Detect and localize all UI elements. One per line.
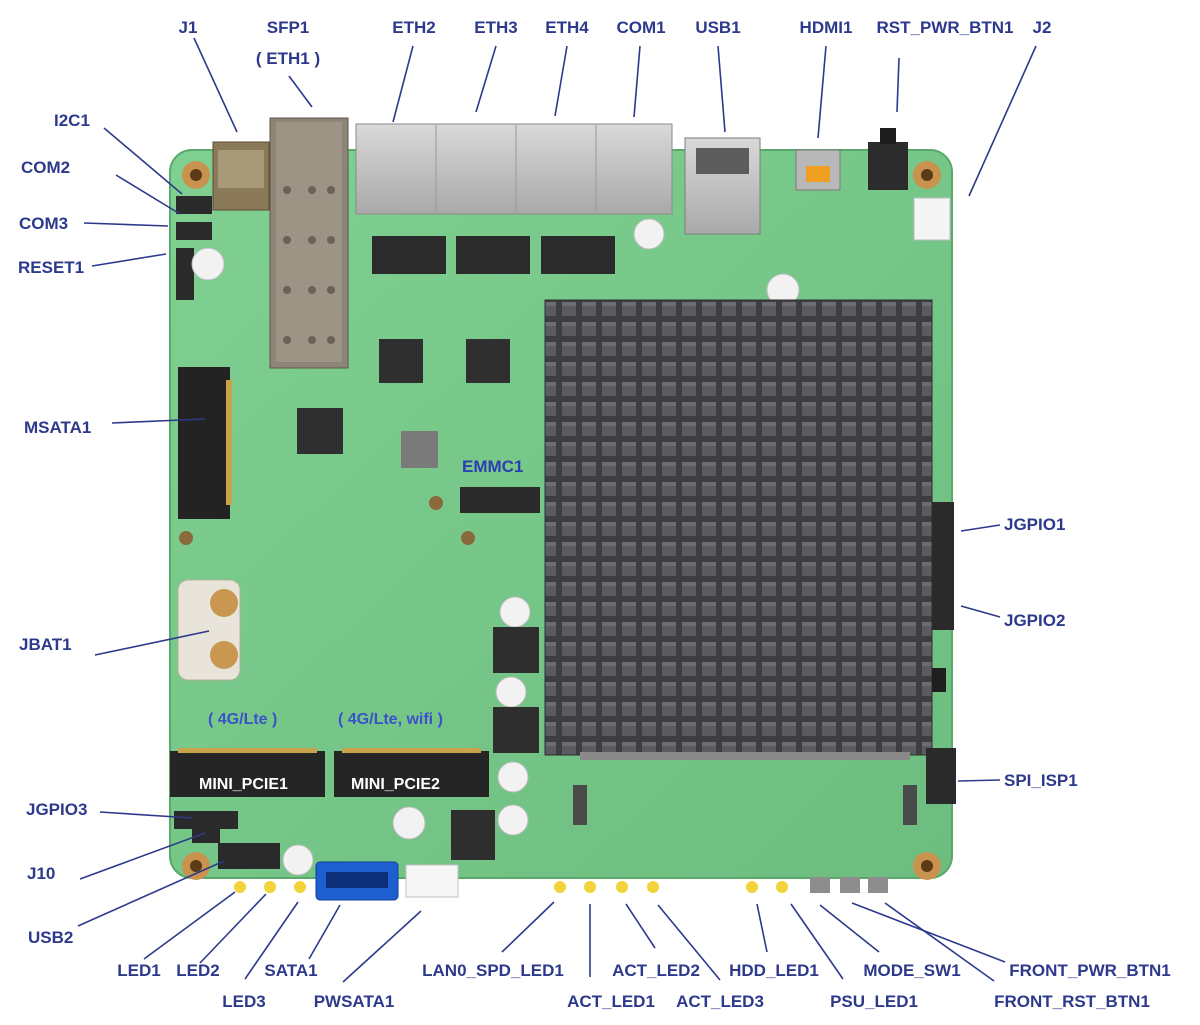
label-eth4: ETH4 (545, 18, 589, 37)
front-switches (810, 877, 888, 893)
label-front-pwr-btn1: FRONT_PWR_BTN1 (1009, 961, 1171, 980)
label-rst-pwr-btn1: RST_PWR_BTN1 (876, 18, 1014, 37)
board-label-mode-pcie2: ( 4G/Lte, wifi ) (338, 711, 443, 728)
label-front-rst-btn1: FRONT_RST_BTN1 (994, 992, 1150, 1011)
j1-connector (212, 141, 270, 211)
label-reset1: RESET1 (18, 258, 85, 277)
ethernet-chips (372, 218, 800, 307)
rst-pwr-button (868, 128, 908, 190)
label-act-led2: ACT_LED2 (612, 961, 700, 980)
label-hdmi1: HDMI1 (799, 18, 853, 37)
label-eth2: ETH2 (392, 18, 436, 37)
right-headers (573, 502, 956, 825)
label-led1: LED1 (117, 961, 161, 980)
label-i2c1: I2C1 (54, 111, 90, 130)
label-sata1: SATA1 (264, 961, 318, 980)
label-j10: J10 (27, 864, 56, 883)
label-hdd-led1: HDD_LED1 (729, 961, 819, 980)
label-jgpio3: JGPIO3 (26, 800, 88, 819)
label-act-led3: ACT_LED3 (676, 992, 764, 1011)
sfp1-cage (269, 117, 349, 369)
sata1-and-pwsata1 (315, 861, 459, 901)
leds (234, 881, 788, 893)
label-jbat1: JBAT1 (19, 635, 72, 654)
label-msata1: MSATA1 (24, 418, 92, 437)
j2-connector (913, 197, 951, 241)
label-mode-sw1: MODE_SW1 (863, 961, 961, 980)
label-spi-isp1: SPI_ISP1 (1004, 771, 1078, 790)
label-jgpio2: JGPIO2 (1004, 611, 1066, 630)
label-usb2: USB2 (28, 928, 74, 947)
label-led2: LED2 (176, 961, 220, 980)
usb1-port (684, 137, 761, 235)
label-psu-led1: PSU_LED1 (830, 992, 918, 1011)
label-led3: LED3 (222, 992, 266, 1011)
board-label-emmc1: EMMC1 (462, 457, 524, 476)
label-j1: J1 (178, 18, 198, 37)
emmc1-connector (460, 487, 540, 513)
leader-lines (77, 37, 1037, 983)
label-j2: J2 (1032, 18, 1052, 37)
mounting-holes (179, 161, 941, 880)
power-components (282, 596, 539, 876)
left-headers (176, 196, 225, 300)
label-com3: COM3 (19, 214, 69, 233)
label-usb1: USB1 (695, 18, 741, 37)
heatsink (544, 299, 933, 760)
label-lan0-spd-led1: LAN0_SPD_LED1 (422, 961, 564, 980)
label-eth3: ETH3 (474, 18, 518, 37)
hdmi1-port (795, 149, 841, 191)
label-pwsata1: PWSATA1 (313, 992, 395, 1011)
board-label-mode-pcie1: ( 4G/Lte ) (208, 711, 278, 728)
ethernet-ports-block (355, 123, 673, 215)
label-com2: COM2 (21, 158, 71, 177)
board-label-mini-pcie1: MINI_PCIE1 (199, 776, 288, 793)
bottom-headers (174, 811, 280, 869)
label-com1: COM1 (616, 18, 666, 37)
mini-pcie-slots (170, 748, 489, 797)
label-eth1: ( ETH1 ) (255, 49, 321, 68)
board-label-mini-pcie2: MINI_PCIE2 (351, 776, 440, 793)
label-act-led1: ACT_LED1 (567, 992, 655, 1011)
label-jgpio1: JGPIO1 (1004, 515, 1066, 534)
label-sfp1: SFP1 (266, 18, 310, 37)
ic-chips (297, 339, 510, 468)
msata1-slot (178, 367, 232, 519)
jbat1-battery-holder (177, 579, 241, 681)
